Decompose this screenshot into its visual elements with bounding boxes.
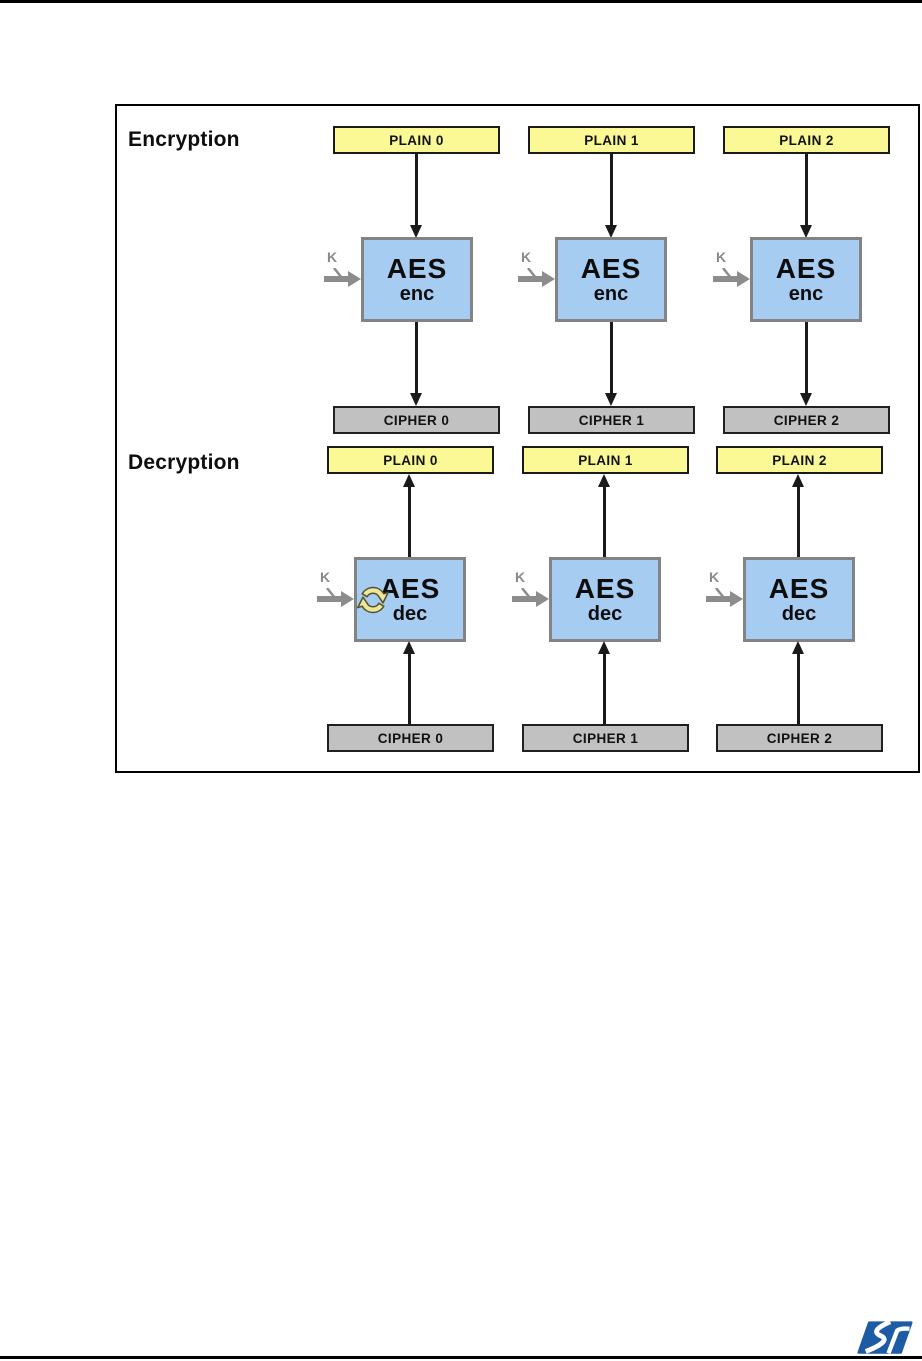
arrow-line	[408, 486, 411, 557]
arrowhead-down-icon	[800, 393, 812, 406]
key-label: K	[320, 569, 331, 585]
aes-title: AES	[379, 572, 441, 604]
plain-block-enc-0: PLAIN 0	[333, 126, 500, 154]
arrow-line	[610, 154, 613, 225]
arrow-line	[797, 486, 800, 557]
aes-title: AES	[386, 252, 448, 284]
plain-block-dec-0: PLAIN 0	[327, 446, 494, 474]
aes-mode: enc	[593, 282, 629, 305]
plain-block-label: PLAIN 2	[772, 452, 827, 468]
key-label: K	[327, 249, 338, 265]
aes-dec-block-1: AES dec	[549, 557, 661, 642]
ecb-mode-diagram-frame	[115, 104, 920, 773]
aes-mode: enc	[399, 282, 435, 305]
aes-title: AES	[768, 572, 830, 604]
plain-block-dec-1: PLAIN 1	[522, 446, 689, 474]
key-arrow-icon	[706, 588, 743, 607]
cipher-block-enc-2: CIPHER 2	[723, 406, 890, 434]
cipher-block-dec-1: CIPHER 1	[522, 724, 689, 752]
bottom-rule	[0, 1356, 922, 1359]
arrow-line	[797, 653, 800, 724]
aes-mode: dec	[781, 602, 817, 625]
cipher-block-enc-0: CIPHER 0	[333, 406, 500, 434]
cipher-block-label: CIPHER 2	[773, 412, 840, 428]
arrow-line	[415, 322, 418, 393]
arrowhead-down-icon	[410, 393, 422, 406]
cipher-block-dec-2: CIPHER 2	[716, 724, 883, 752]
key-arrow-icon	[317, 588, 354, 607]
cipher-block-label: CIPHER 2	[766, 730, 833, 746]
arrowhead-up-icon	[403, 474, 415, 487]
cipher-block-label: CIPHER 0	[383, 412, 450, 428]
aes-mode: enc	[788, 282, 824, 305]
aes-enc-block-2: AES enc	[750, 237, 862, 322]
key-arrow-icon	[713, 268, 750, 287]
key-label: K	[709, 569, 720, 585]
cipher-block-label: CIPHER 1	[572, 730, 639, 746]
key-arrow-icon	[518, 268, 555, 287]
arrow-line	[603, 486, 606, 557]
key-label: K	[515, 569, 526, 585]
arrowhead-up-icon	[792, 641, 804, 654]
arrowhead-up-icon	[598, 474, 610, 487]
arrow-line	[603, 653, 606, 724]
arrow-line	[610, 322, 613, 393]
key-arrow-icon	[324, 268, 361, 287]
recycle-arrows-icon	[357, 586, 389, 614]
plain-block-enc-1: PLAIN 1	[528, 126, 695, 154]
key-label: K	[521, 249, 532, 265]
encryption-section-label: Encryption	[128, 128, 240, 151]
aes-title: AES	[775, 252, 837, 284]
arrowhead-down-icon	[800, 225, 812, 238]
aes-dec-block-0: AES dec	[354, 557, 466, 642]
key-label: K	[716, 249, 727, 265]
plain-block-dec-2: PLAIN 2	[716, 446, 883, 474]
plain-block-enc-2: PLAIN 2	[723, 126, 890, 154]
aes-enc-block-1: AES enc	[555, 237, 667, 322]
cipher-block-label: CIPHER 1	[578, 412, 645, 428]
arrowhead-up-icon	[792, 474, 804, 487]
cipher-block-enc-1: CIPHER 1	[528, 406, 695, 434]
arrow-line	[805, 322, 808, 393]
aes-mode: dec	[392, 602, 428, 625]
plain-block-label: PLAIN 0	[389, 132, 444, 148]
aes-dec-block-2: AES dec	[743, 557, 855, 642]
top-rule	[0, 0, 922, 3]
arrow-line	[415, 154, 418, 225]
plain-block-label: PLAIN 1	[584, 132, 639, 148]
arrowhead-up-icon	[598, 641, 610, 654]
decryption-section-label: Decryption	[128, 451, 240, 474]
arrow-line	[805, 154, 808, 225]
cipher-block-dec-0: CIPHER 0	[327, 724, 494, 752]
cipher-block-label: CIPHER 0	[377, 730, 444, 746]
st-microelectronics-logo	[857, 1320, 913, 1355]
arrowhead-down-icon	[605, 225, 617, 238]
aes-title: AES	[580, 252, 642, 284]
arrowhead-down-icon	[410, 225, 422, 238]
plain-block-label: PLAIN 2	[779, 132, 834, 148]
key-arrow-icon	[512, 588, 549, 607]
plain-block-label: PLAIN 1	[578, 452, 633, 468]
aes-title: AES	[574, 572, 636, 604]
arrow-line	[408, 653, 411, 724]
plain-block-label: PLAIN 0	[383, 452, 438, 468]
arrowhead-up-icon	[403, 641, 415, 654]
arrowhead-down-icon	[605, 393, 617, 406]
aes-mode: dec	[587, 602, 623, 625]
aes-enc-block-0: AES enc	[361, 237, 473, 322]
